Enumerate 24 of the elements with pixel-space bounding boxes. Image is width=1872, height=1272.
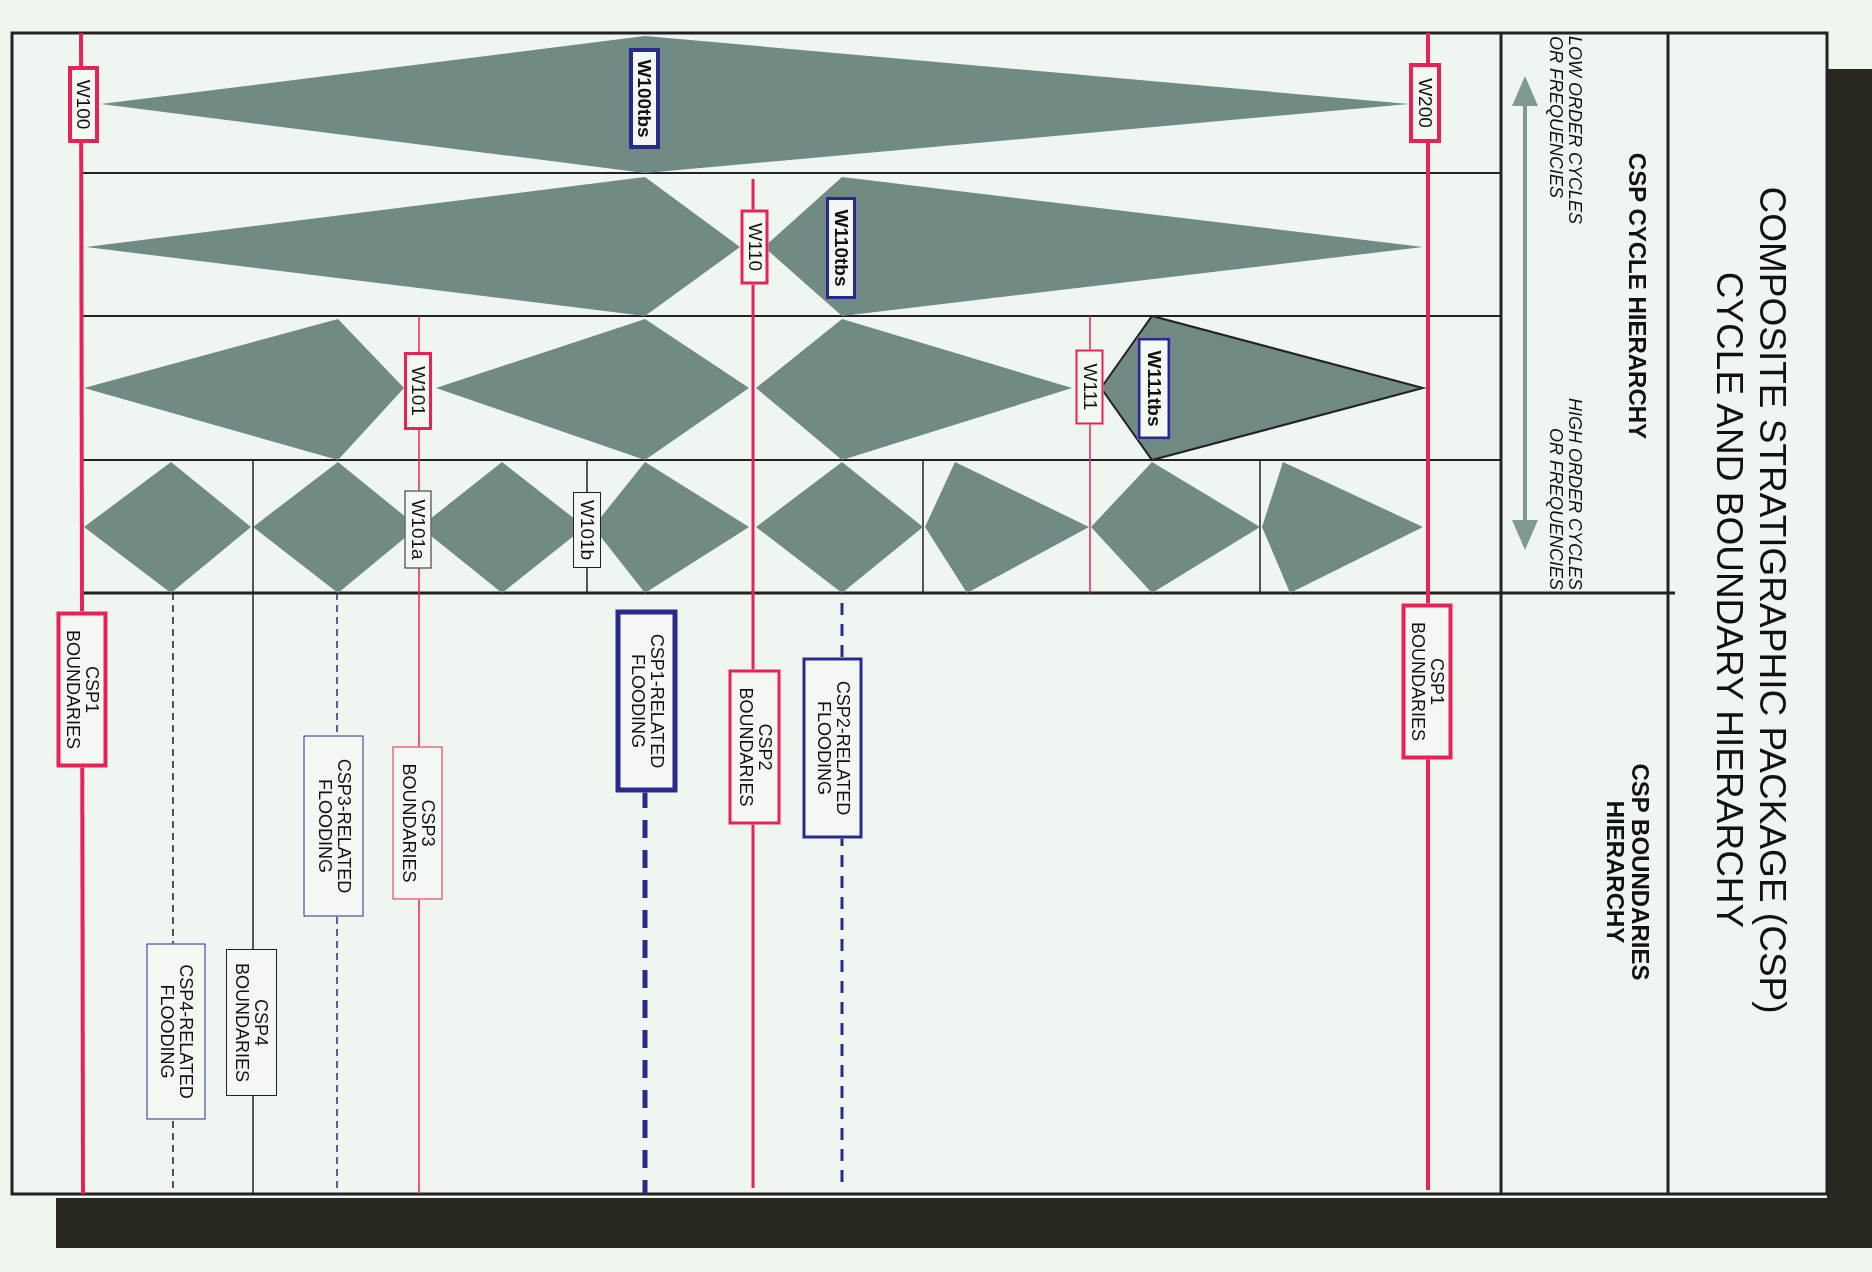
surface-label-box: CSP3 BOUNDARIES xyxy=(392,746,442,899)
surface-label-box: CSP4 BOUNDARIES xyxy=(226,949,277,1096)
marker-label-box: W100 xyxy=(68,66,99,143)
surface-label-box: CSP2-RELATED FLOODING xyxy=(802,657,862,838)
marker-label-box: W111tbs xyxy=(1137,337,1170,439)
surface-label-box: CSP4-RELATED FLOODING xyxy=(146,943,205,1119)
panel-heading: CSP BOUNDARIES HIERARCHY xyxy=(1600,762,1655,982)
marker-label-box: W111 xyxy=(1075,349,1103,424)
surface-label-box: CSP2 BOUNDARIES xyxy=(728,669,780,824)
scale-note: LOW ORDER CYCLES OR FREQUENCIES xyxy=(1545,36,1586,226)
marker-label-box: W101b xyxy=(573,492,601,568)
marker-label-box: W110 xyxy=(740,209,768,284)
surface-label-box: CSP1 BOUNDARIES xyxy=(56,611,107,767)
marker-label-box: W200 xyxy=(1409,63,1441,143)
marker-label-box: W100tbs xyxy=(629,48,660,149)
panel-heading: CSP CYCLE HIERARCHY xyxy=(1621,151,1651,441)
diagram-title: COMPOSITE STRATIGRAPHIC PACKAGE (CSP) CYCLE AND BOUNDARY HIERARCHY xyxy=(1708,185,1794,1016)
marker-label-box: W110tbs xyxy=(826,197,856,299)
marker-label-box: W101 xyxy=(404,352,432,430)
surface-label-box: CSP1 BOUNDARIES xyxy=(1401,603,1452,759)
scale-note: HIGH ORDER CYCLES OR FREQUENCIES xyxy=(1545,396,1586,590)
surface-label-box: CSP3-RELATED FLOODING xyxy=(303,735,363,916)
marker-label-box: W101a xyxy=(404,490,431,568)
surface-label-box: CSP1-RELATED FLOODING xyxy=(615,609,677,792)
